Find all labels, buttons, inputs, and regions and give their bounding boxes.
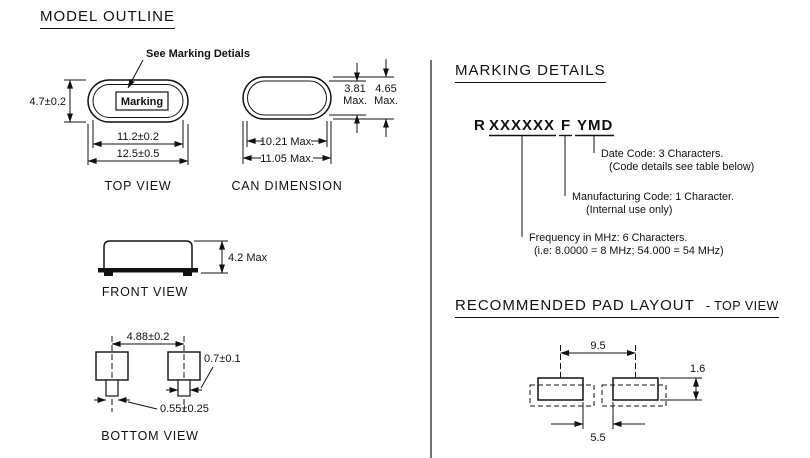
dim-lead-width: 0.7±0.1 [204, 353, 241, 365]
bottom-view-dimension-lines [94, 341, 214, 410]
dim-lead-spacing: 4.88±0.2 [127, 331, 170, 343]
layout-outline-left [529, 384, 595, 407]
layout-pad-right [612, 377, 659, 401]
front-view-label: FRONT VIEW [102, 285, 188, 299]
can-inner-body [247, 80, 327, 116]
pad-layout-dimension-lines [551, 350, 702, 429]
front-view-base [98, 268, 198, 273]
dim-can-inner-height-unit: Max. [343, 95, 367, 107]
front-view-foot-right [183, 272, 192, 276]
model-outline-title: MODEL OUTLINE [40, 8, 175, 29]
pad-layout-title-main: RECOMMENDED PAD LAYOUT [455, 297, 695, 314]
dim-can-outer-height-unit: Max. [374, 95, 398, 107]
date-code-note-line2: (Code details see table below) [609, 161, 754, 173]
dim-can-inner-width: 10.21 Max. [260, 136, 314, 148]
can-dimension-drawing [242, 59, 394, 164]
layout-outline-right [601, 384, 667, 407]
frequency-code-note-line2: (i.e: 8.0000 = 8 MHz; 54.000 = 54 MHz) [534, 245, 724, 257]
dim-pad-spacing: 9.5 [590, 340, 605, 352]
see-marking-note: See Marking Detials [146, 48, 250, 60]
dim-lead-thickness: 0.55±0.25 [160, 403, 209, 415]
dim-can-inner-height-value: 3.81 [344, 83, 365, 95]
top-view-dimension-lines [64, 79, 189, 165]
dim-can-outer-height-value: 4.65 [375, 83, 396, 95]
dim-top-height: 4.7±0.2 [29, 96, 66, 108]
manufacturing-code-note-line2: (Internal use only) [586, 204, 672, 216]
can-dimension-label: CAN DIMENSION [231, 179, 342, 193]
dim-top-inner-width: 11.2±0.2 [117, 131, 159, 143]
top-view-label: TOP VIEW [104, 179, 171, 193]
layout-pad-left [537, 377, 584, 401]
marking-label: Marking [121, 96, 163, 108]
bottom-view-label: BOTTOM VIEW [101, 429, 198, 443]
front-view-dimension-lines [194, 240, 228, 274]
frequency-code-note-line1: Frequency in MHz: 6 Characters. [529, 232, 687, 244]
marking-code-frequency: XXXXXX [489, 117, 555, 134]
lead-stub-right [177, 379, 191, 397]
top-view-drawing [64, 59, 189, 165]
front-view-body [103, 240, 193, 268]
dim-pad-gap: 5.5 [590, 432, 605, 444]
bottom-view-drawing [94, 336, 214, 412]
marking-code-manufacturing: F [561, 117, 571, 134]
pad-layout-title: RECOMMENDED PAD LAYOUT - TOP VIEW [455, 297, 779, 318]
marking-details-title: MARKING DETAILS [455, 62, 606, 83]
dim-pad-height: 1.6 [690, 363, 705, 375]
marking-callout-lines [489, 134, 614, 237]
front-view-drawing [98, 240, 228, 276]
lead-stub-left [105, 379, 119, 397]
see-marking-arrow [127, 59, 144, 89]
top-view-inner-body [92, 84, 184, 118]
dim-top-outer-width: 12.5±0.5 [117, 148, 160, 160]
can-outer-body [242, 76, 332, 120]
marking-box [115, 91, 169, 111]
top-view-outer-body [87, 79, 189, 123]
dim-front-height: 4.2 Max [228, 252, 268, 264]
can-dimension-lines [242, 59, 394, 164]
dim-can-outer-width: 11.05 Max. [260, 153, 314, 165]
marking-code-date: YMD [577, 117, 613, 134]
manufacturing-code-note-line1: Manufacturing Code: 1 Character. [572, 191, 734, 203]
date-code-note-line1: Date Code: 3 Characters. [601, 148, 723, 160]
pad-layout-title-sub: - TOP VIEW [705, 299, 779, 313]
front-view-foot-left [104, 272, 113, 276]
marking-code-prefix: R [474, 117, 486, 134]
pad-layout-drawing [529, 345, 702, 429]
